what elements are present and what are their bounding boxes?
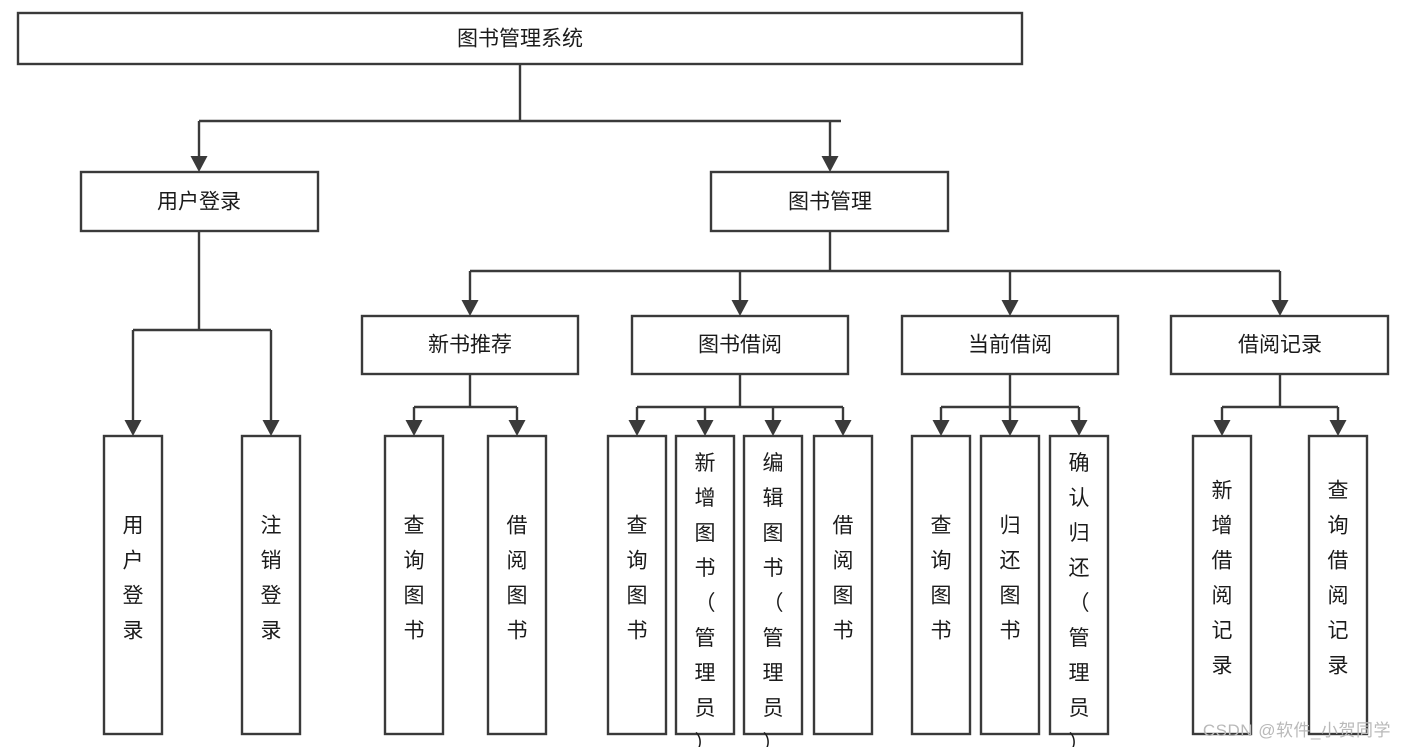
leaf-box[interactable]: [1191, 434, 1253, 736]
leaf-label: 查询借阅记录: [1328, 480, 1349, 678]
leaf-node[interactable]: 查询图书: [910, 434, 972, 736]
arrowhead-icon: [1271, 300, 1289, 316]
leaf-label: 确认归还（管理员）: [1069, 452, 1090, 747]
node-borrow-record-label: 借阅记录: [1238, 334, 1322, 357]
leaf-node[interactable]: 新增图书（管理员）: [674, 434, 736, 747]
node-user-login-label: 用户登录: [157, 191, 241, 214]
leaf-label: 编辑图书（管理员）: [763, 452, 784, 747]
node-root[interactable]: 图书管理系统: [16, 11, 1024, 66]
leaf-node[interactable]: 确认归还（管理员）: [1048, 434, 1110, 747]
leaf-box[interactable]: [1307, 434, 1369, 736]
leaf-node[interactable]: 编辑图书（管理员）: [742, 434, 804, 747]
node-borrow-record[interactable]: 借阅记录: [1169, 314, 1390, 376]
leaf-node[interactable]: 新增借阅记录: [1191, 434, 1253, 736]
arrowhead-icon: [124, 420, 142, 436]
arrowhead-icon: [262, 420, 280, 436]
leaf-node[interactable]: 借阅图书: [486, 434, 548, 736]
arrowhead-icon: [1070, 420, 1088, 436]
node-user-login-box[interactable]: [79, 170, 320, 233]
edge-group-root: [190, 64, 841, 172]
arrowhead-icon: [932, 420, 950, 436]
node-borrow-record-box[interactable]: [1169, 314, 1390, 376]
arrowhead-icon: [834, 420, 852, 436]
arrowhead-icon: [1001, 300, 1019, 316]
leaf-box[interactable]: [979, 434, 1041, 736]
leaf-box[interactable]: [674, 434, 736, 736]
edge-group-current-borrow: [932, 374, 1088, 436]
leaf-node[interactable]: 注销登录: [240, 434, 302, 736]
leaf-label: 查询图书: [627, 515, 648, 643]
leaf-box[interactable]: [812, 434, 874, 736]
arrowhead-icon: [1001, 420, 1019, 436]
leaf-node[interactable]: 借阅图书: [812, 434, 874, 736]
arrowhead-icon: [731, 300, 749, 316]
leaf-box[interactable]: [742, 434, 804, 736]
edge-group-book-borrow: [628, 374, 852, 436]
leaf-label: 借阅图书: [507, 515, 528, 643]
leaf-label: 查询图书: [931, 515, 952, 643]
arrowhead-icon: [1213, 420, 1231, 436]
node-current-borrow-label: 当前借阅: [968, 334, 1052, 357]
leaf-node[interactable]: 查询图书: [383, 434, 445, 736]
node-book-manage[interactable]: 图书管理: [709, 170, 950, 233]
node-book-manage-box[interactable]: [709, 170, 950, 233]
node-new-book-recommend-box[interactable]: [360, 314, 580, 376]
node-book-manage-label: 图书管理: [788, 191, 872, 214]
arrowhead-icon: [190, 156, 208, 172]
leaf-box[interactable]: [383, 434, 445, 736]
arrowhead-icon: [821, 156, 839, 172]
leaf-label: 新增借阅记录: [1212, 480, 1233, 678]
arrowhead-icon: [1329, 420, 1347, 436]
leaf-box[interactable]: [240, 434, 302, 736]
edge-group-borrow-record: [1213, 374, 1347, 436]
leaf-node[interactable]: 归还图书: [979, 434, 1041, 736]
leaf-node[interactable]: 查询借阅记录: [1307, 434, 1369, 736]
leaf-node[interactable]: 查询图书: [606, 434, 668, 736]
node-new-book-recommend[interactable]: 新书推荐: [360, 314, 580, 376]
leaf-box[interactable]: [1048, 434, 1110, 736]
leaf-box[interactable]: [486, 434, 548, 736]
leaf-label: 查询图书: [404, 515, 425, 643]
node-root-box[interactable]: [16, 11, 1024, 66]
arrowhead-icon: [764, 420, 782, 436]
leaf-label: 新增图书（管理员）: [695, 452, 716, 747]
leaf-box[interactable]: [606, 434, 668, 736]
leaf-box[interactable]: [910, 434, 972, 736]
arrowhead-icon: [696, 420, 714, 436]
arrowhead-icon: [461, 300, 479, 316]
edge-group-new-book-recommend: [405, 374, 526, 436]
node-current-borrow[interactable]: 当前借阅: [900, 314, 1120, 376]
node-book-borrow[interactable]: 图书借阅: [630, 314, 850, 376]
edge-group-user-login: [124, 231, 280, 436]
arrowhead-icon: [628, 420, 646, 436]
node-book-borrow-box[interactable]: [630, 314, 850, 376]
node-current-borrow-box[interactable]: [900, 314, 1120, 376]
edge-group-book-manage: [461, 231, 1289, 316]
leaf-label: 借阅图书: [833, 515, 854, 643]
arrowhead-icon: [508, 420, 526, 436]
node-user-login[interactable]: 用户登录: [79, 170, 320, 233]
node-book-borrow-label: 图书借阅: [698, 334, 782, 357]
leaf-node[interactable]: 用户登录: [102, 434, 164, 736]
arrowhead-icon: [405, 420, 423, 436]
leaf-label: 注销登录: [261, 515, 282, 643]
watermark: CSDN @软件_小贺同学: [1202, 721, 1391, 740]
leaf-box[interactable]: [102, 434, 164, 736]
node-root-label: 图书管理系统: [457, 28, 583, 51]
node-new-book-recommend-label: 新书推荐: [428, 334, 512, 357]
leaf-label: 归还图书: [1000, 515, 1021, 643]
leaf-label: 用户登录: [123, 515, 144, 643]
